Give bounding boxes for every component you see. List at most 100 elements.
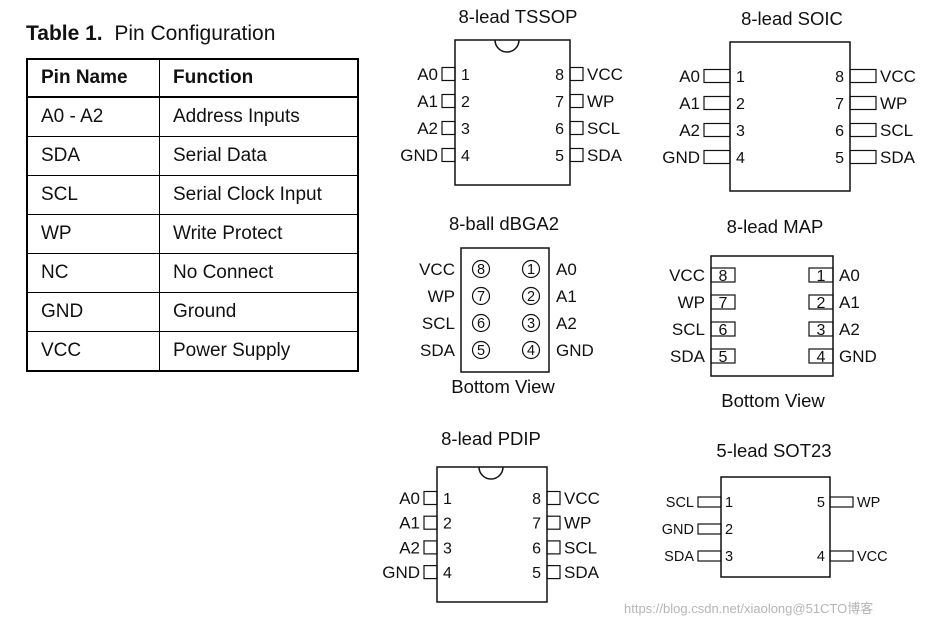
tssop-pin-label: A1 (417, 92, 438, 111)
pdip-pin-8 (546, 490, 561, 506)
dbga2-pin-label: SCL (422, 314, 455, 333)
dbga2-ball-2 (521, 286, 541, 306)
pin-name-cell: SCL (26, 175, 160, 215)
map-pad-number: 7 (719, 295, 728, 312)
map-pad-number: 5 (719, 349, 728, 366)
dbga2-ball-6 (471, 313, 491, 333)
dbga2-ball-number: 7 (477, 289, 485, 305)
dbga2-ball-3 (521, 313, 541, 333)
soic-pin-3 (703, 122, 731, 138)
dbga2-ball-number: 8 (477, 262, 485, 278)
soic-pin-5 (849, 149, 877, 165)
map-pad-number: 1 (817, 268, 826, 285)
map-pin-label: SCL (672, 320, 705, 339)
soic-pin-number: 4 (736, 150, 745, 167)
tssop-body (454, 39, 571, 186)
map-bottom-view-label: Bottom View (721, 390, 825, 411)
pdip-notch (478, 466, 504, 480)
dbga2-ball-number: 2 (527, 289, 535, 305)
soic-pin-number: 1 (736, 69, 745, 86)
map-pad-number: 4 (817, 349, 826, 366)
pin-name-cell: SDA (26, 136, 160, 176)
soic-pin-number: 3 (736, 123, 745, 140)
tssop-title: 8-lead TSSOP (458, 6, 578, 27)
sot23-pin-4 (829, 550, 854, 562)
map-pad-number: 3 (817, 322, 826, 339)
watermark-text: https://blog.csdn.net/xiaolong@51CTO博客 (624, 601, 874, 616)
map-pad-4 (808, 348, 834, 364)
pdip-pin-number: 2 (443, 516, 452, 533)
dbga2-pin-label: VCC (419, 260, 455, 279)
sot23-pin-label: VCC (857, 549, 888, 565)
dbga2-ball-number: 5 (477, 343, 485, 359)
function-cell: Power Supply (159, 331, 359, 372)
soic-pin-2 (703, 95, 731, 111)
map-pin-label: GND (839, 347, 877, 366)
pdip-pin-label: VCC (564, 489, 600, 508)
tssop-pin-number: 4 (461, 148, 470, 165)
sot23-pin-number: 1 (725, 495, 733, 511)
soic-pin-4 (703, 149, 731, 165)
tssop-pin-number: 1 (461, 67, 470, 84)
soic-pin-label: WP (880, 94, 907, 113)
tssop-pin-label: GND (400, 146, 438, 165)
pdip-pin-number: 6 (532, 540, 541, 557)
dbga2-pin-label: WP (428, 287, 455, 306)
tssop-pin-7 (569, 93, 584, 109)
tssop-pin-1 (441, 66, 456, 82)
dbga2-ball-7 (471, 286, 491, 306)
tssop-pin-3 (441, 120, 456, 136)
soic-pin-7 (849, 95, 877, 111)
sot23-pin-3 (697, 550, 722, 562)
soic-pin-label: A2 (679, 121, 700, 140)
dbga2-pin-label: SDA (420, 341, 456, 360)
soic-pin-label: A0 (679, 67, 700, 86)
pdip-pin-number: 3 (443, 540, 452, 557)
dbga2-ball-number: 3 (527, 316, 535, 332)
pdip-pin-label: GND (382, 563, 420, 582)
dbga2-ball-number: 1 (527, 262, 535, 278)
sot23-pin-label: SDA (664, 549, 694, 565)
tssop-pin-number: 3 (461, 121, 470, 138)
map-pad-1 (808, 267, 834, 283)
header-function: Function (159, 58, 359, 98)
soic-pin-6 (849, 122, 877, 138)
pdip-pin-3 (423, 540, 438, 555)
dbga2-body (460, 247, 550, 373)
pdip-body (436, 466, 548, 603)
function-cell: No Connect (159, 253, 359, 293)
map-pad-2 (808, 294, 834, 310)
pdip-pin-1 (423, 490, 438, 506)
tssop-pin-4 (441, 147, 456, 163)
dbga2-ball-5 (471, 340, 491, 360)
soic-pin-label: SCL (880, 121, 913, 140)
map-pad-5 (710, 348, 736, 364)
soic-pin-1 (703, 68, 731, 84)
tssop-pin-label: A2 (417, 119, 438, 138)
tssop-pin-8 (569, 66, 584, 82)
dbga2-ball-4 (521, 340, 541, 360)
soic-pin-8 (849, 68, 877, 84)
sot23-pin-5 (829, 496, 854, 508)
sot23-pin-label: GND (662, 522, 694, 538)
soic-pin-number: 2 (736, 96, 745, 113)
tssop-pin-number: 2 (461, 94, 470, 111)
tssop-pin-number: 5 (555, 148, 564, 165)
tssop-pin-label: WP (587, 92, 614, 111)
table-caption-text: Pin Configuration (114, 22, 276, 45)
map-pin-label: VCC (669, 266, 705, 285)
dbga2-ball-1 (521, 259, 541, 279)
soic-pin-number: 6 (835, 123, 844, 140)
